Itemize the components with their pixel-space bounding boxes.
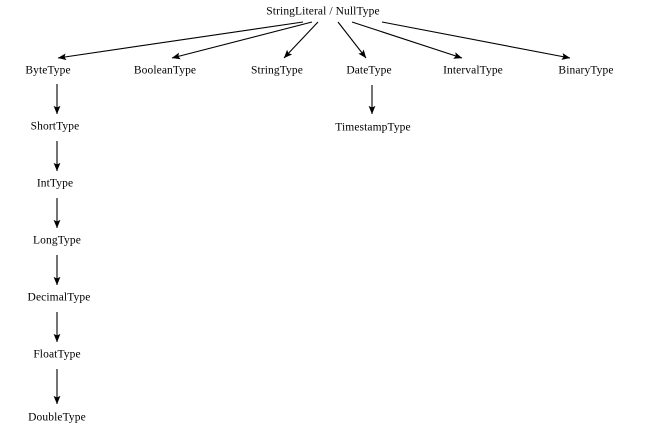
node-boolean: BooleanType [133,64,197,77]
node-root: StringLiteral / NullType [266,5,380,18]
node-timestamp: TimestampType [335,121,411,134]
node-byte: ByteType [25,64,71,77]
edge-root-to-string [283,21,319,59]
edge-root-to-byte [57,21,304,61]
node-string: StringType [251,64,303,77]
edge-root-to-boolean [171,21,313,60]
node-date: DateType [346,64,392,77]
edge-root-to-binary [381,21,571,60]
edge-root-to-interval [351,21,463,59]
node-double: DoubleType [28,411,86,424]
node-short: ShortType [30,120,80,133]
node-int: IntType [36,177,74,190]
node-long: LongType [33,234,81,247]
node-binary: BinaryType [558,64,614,77]
node-decimal: DecimalType [27,291,91,304]
edge-root-to-date [337,21,367,59]
node-float: FloatType [33,348,81,361]
diagram-edges [53,21,571,405]
node-interval: IntervalType [443,64,503,77]
